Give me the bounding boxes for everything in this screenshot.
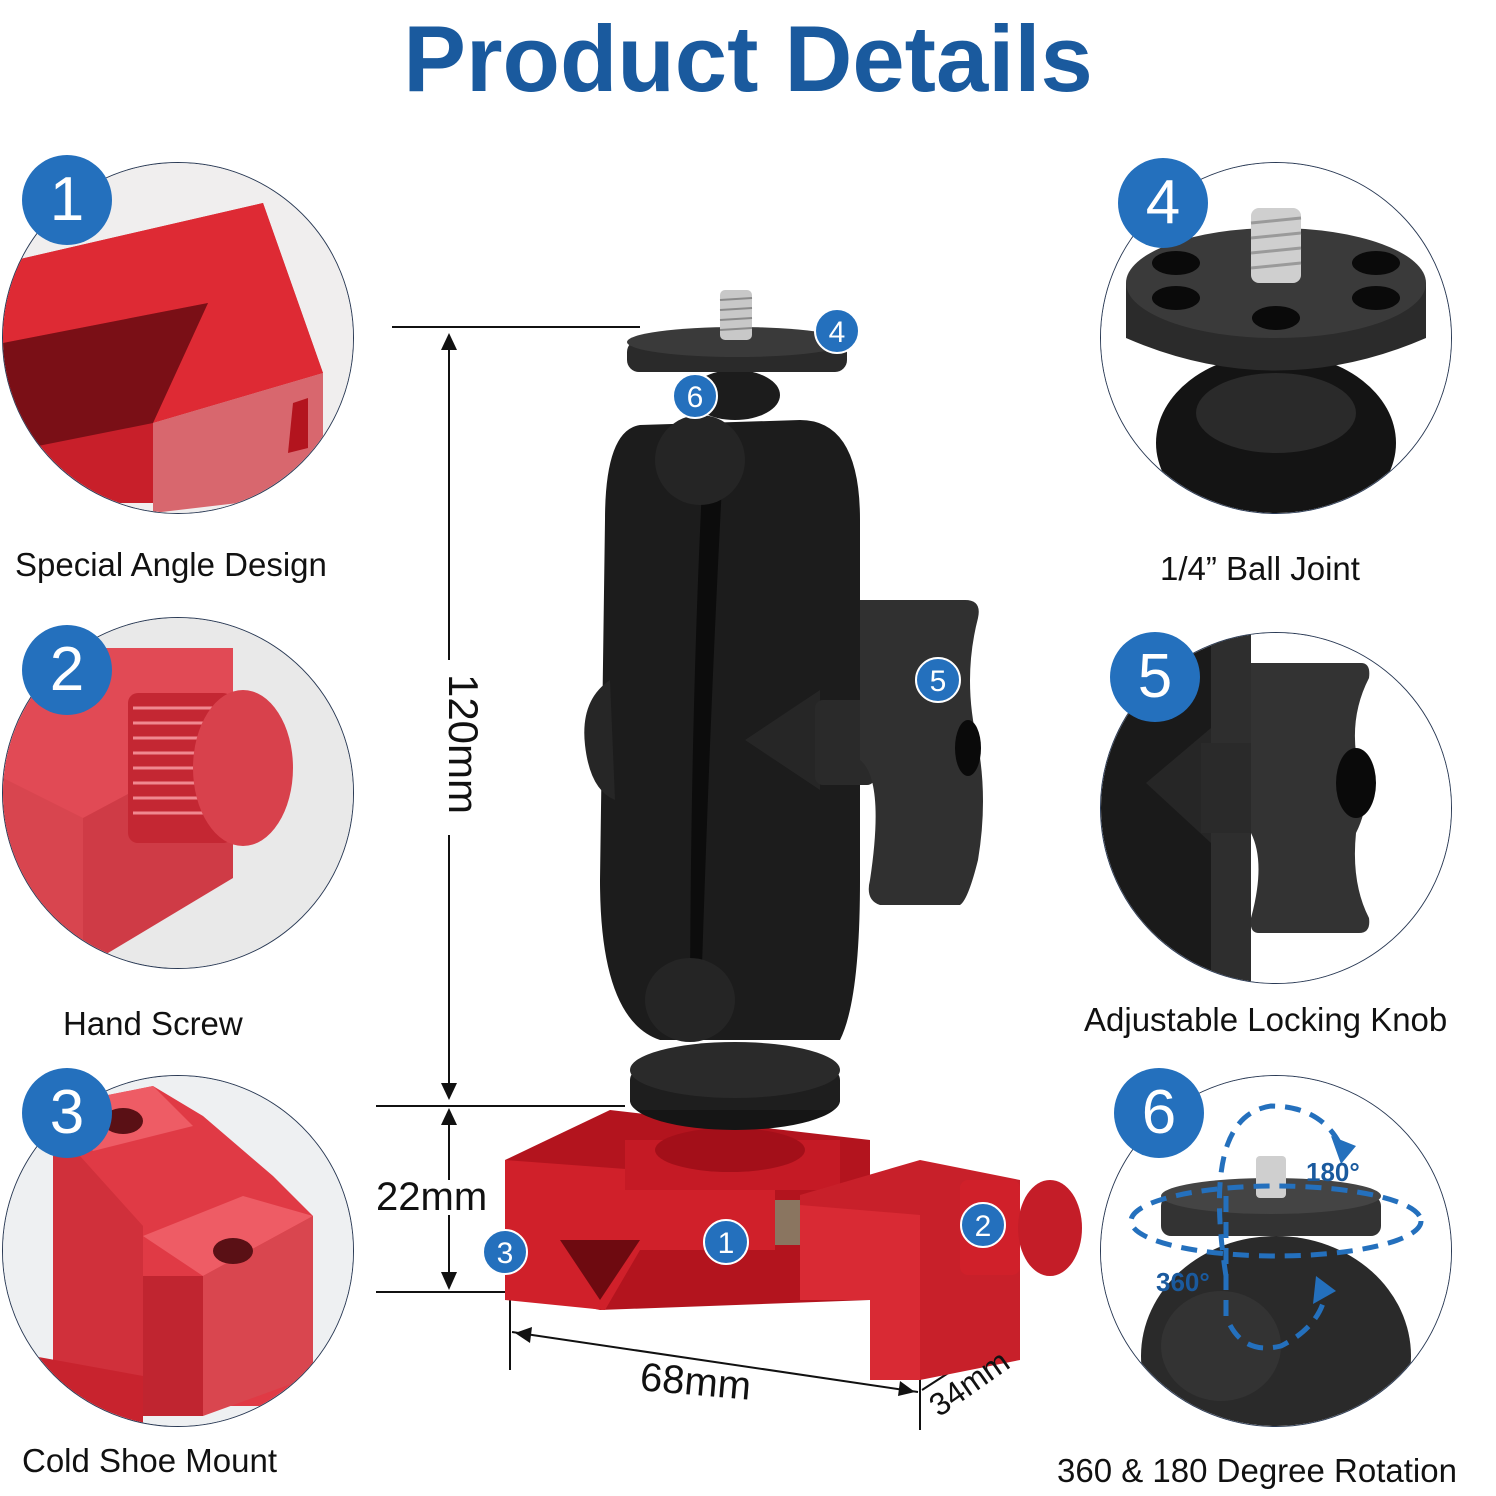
feature-caption: Adjustable Locking Knob [1084,1001,1448,1038]
feature-badge-1: 1 [22,155,112,245]
rotation-180-label: 180° [1306,1157,1360,1187]
feature-caption: 360 & 180 Degree Rotation [1057,1452,1457,1489]
main-product-image [360,280,1100,1440]
feature-caption: Cold Shoe Mount [22,1442,277,1479]
black-locking-knob-closeup-icon [1100,632,1452,984]
feature-caption: Hand Screw [63,1005,243,1042]
feature-badge-5: 5 [1110,632,1200,722]
callout-badge-1: 1 [703,1219,749,1265]
dimension-height-base: 22mm [376,1175,488,1219]
dimension-height-arm-text: 120mm [440,673,487,815]
dimension-length: 68mm [638,1355,753,1409]
red-cold-shoe-closeup-icon [2,1075,354,1427]
feature-badge-3: 3 [22,1068,112,1158]
feature-caption: 1/4” Ball Joint [1160,550,1360,587]
callout-badge-5: 5 [915,657,961,703]
callout-badge-6: 6 [672,373,718,419]
ball-head-arm-mount-icon [376,290,1082,1430]
feature-badge-6: 6 [1114,1068,1204,1158]
feature-badge-4: 4 [1118,158,1208,248]
callout-badge-3: 3 [482,1229,528,1275]
page-title: Product Details [403,6,1093,111]
callout-badge-2: 2 [960,1202,1006,1248]
dimension-height-arm: 120mm [428,650,488,840]
callout-badge-4: 4 [814,308,860,354]
feature-badge-2: 2 [22,625,112,715]
rotation-360-label: 360° [1156,1267,1210,1297]
feature-caption: Special Angle Design [15,546,327,583]
